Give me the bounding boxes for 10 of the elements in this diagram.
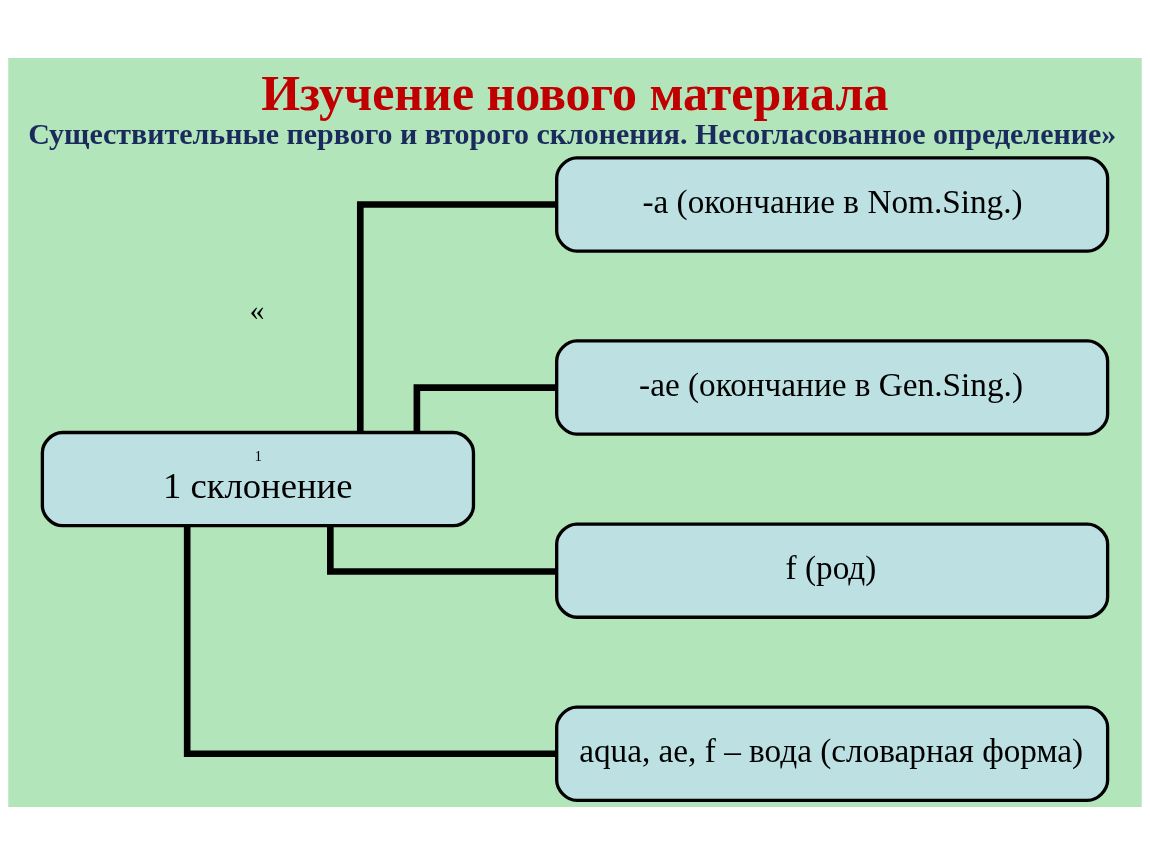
connector <box>356 200 557 432</box>
node-box: -ae (окончание в Gen.Sing.) <box>555 338 1110 436</box>
connector <box>413 383 557 432</box>
node-box: aqua, ae, f – вода (словарная форма) <box>555 704 1110 802</box>
label: « <box>249 292 265 326</box>
node-box: f (род) <box>555 521 1110 619</box>
connector <box>327 525 557 575</box>
connector <box>183 525 557 757</box>
node-box: -a (окончание в Nom.Sing.) <box>555 155 1110 253</box>
node-box: 1 1 склонение <box>40 430 476 527</box>
